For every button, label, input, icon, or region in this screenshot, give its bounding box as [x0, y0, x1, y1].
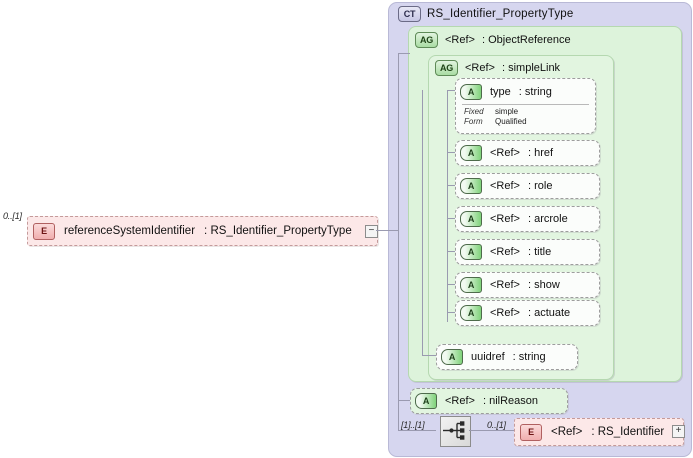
connector-line [422, 90, 423, 356]
attribute-datatype: : string [512, 351, 546, 363]
attribute-group-objectreference-header: AG <Ref> : ObjectReference [415, 31, 571, 49]
attribute-group-objectreference-name: <Ref> [445, 34, 475, 46]
connector-line [398, 53, 399, 431]
connector-line [447, 90, 455, 91]
facet-value: Qualified [495, 116, 527, 126]
connector-line [447, 185, 455, 186]
connector-line [447, 284, 455, 285]
attribute-datatype-type: : string [518, 86, 552, 98]
attribute-badge: A [460, 244, 482, 260]
attribute-name: <Ref> [445, 395, 475, 407]
root-element-reference-system-identifier[interactable]: E referenceSystemIdentifier : RS_Identif… [27, 216, 378, 246]
attribute-name-type: type [490, 86, 511, 98]
divider [462, 104, 589, 105]
attribute-group-simplelink-header: AG <Ref> : simpleLink [435, 59, 560, 77]
attribute-facets: Fixed simple Form Qualified [464, 107, 527, 126]
connector-line [376, 230, 398, 231]
connector-line [398, 400, 410, 401]
attribute-datatype: : href [527, 147, 554, 159]
connector-line [398, 430, 436, 431]
attribute-badge: A [415, 393, 437, 409]
root-element-cardinality: 0..[1] [3, 211, 22, 221]
child-element-rs-identifier[interactable]: E <Ref> : RS_Identifier [514, 418, 684, 446]
attribute-datatype: : nilReason [482, 395, 539, 407]
attribute-badge: A [460, 305, 482, 321]
attribute-name: <Ref> [490, 246, 520, 258]
root-element-type: : RS_Identifier_PropertyType [204, 225, 352, 237]
root-element-name: referenceSystemIdentifier [64, 225, 196, 237]
child-element-expand-toggle[interactable]: + [672, 425, 685, 438]
attribute-type-header: A type : string [460, 82, 552, 102]
attribute-group-objectreference-type: : ObjectReference [481, 34, 571, 46]
child-element-cardinality: 0..[1] [487, 420, 506, 430]
facet-value: simple [495, 107, 519, 116]
element-badge: E [520, 423, 542, 441]
complex-type-header: CT RS_Identifier_PropertyType [398, 5, 573, 23]
attribute-row-show[interactable]: A <Ref> : show [455, 272, 600, 298]
connector-line [447, 218, 455, 219]
attribute-group-badge: AG [435, 60, 458, 76]
connector-line [398, 53, 410, 54]
attribute-datatype: : role [527, 180, 553, 192]
attribute-row-title[interactable]: A <Ref> : title [455, 239, 600, 265]
attribute-group-badge: AG [415, 32, 438, 48]
attribute-name: <Ref> [490, 213, 520, 225]
facet-key: Form [464, 116, 483, 126]
attribute-name: <Ref> [490, 307, 520, 319]
sequence-compositor-icon[interactable] [440, 416, 471, 447]
sequence-cardinality: [1]..[1] [401, 420, 425, 430]
connector-line [447, 90, 448, 322]
attribute-name: uuidref [471, 351, 505, 363]
complex-type-badge: CT [398, 6, 421, 22]
root-element-collapse-toggle[interactable]: − [365, 225, 378, 238]
attribute-badge: A [460, 277, 482, 293]
attribute-type-detail-box: A type : string Fixed simple Form Qualif… [455, 78, 596, 134]
attribute-name: <Ref> [490, 279, 520, 291]
attribute-badge: A [460, 178, 482, 194]
attribute-row-href[interactable]: A <Ref> : href [455, 140, 600, 166]
connector-line [447, 251, 455, 252]
attribute-row-uuidref[interactable]: A uuidref : string [436, 344, 578, 370]
connector-line [469, 430, 514, 431]
attribute-row-nilreason[interactable]: A <Ref> : nilReason [410, 388, 568, 414]
attribute-badge: A [460, 84, 482, 100]
attribute-name: <Ref> [490, 180, 520, 192]
attribute-datatype: : actuate [527, 307, 571, 319]
facet-form: Form Qualified [464, 117, 527, 127]
attribute-badge: A [460, 211, 482, 227]
facet-fixed: Fixed simple [464, 107, 527, 117]
connector-line [447, 152, 455, 153]
attribute-row-role[interactable]: A <Ref> : role [455, 173, 600, 199]
connector-line [447, 312, 455, 313]
child-element-type: : RS_Identifier [591, 426, 665, 438]
child-element-name: <Ref> [551, 426, 583, 438]
attribute-row-arcrole[interactable]: A <Ref> : arcrole [455, 206, 600, 232]
attribute-row-actuate[interactable]: A <Ref> : actuate [455, 300, 600, 326]
attribute-name: <Ref> [490, 147, 520, 159]
attribute-datatype: : arcrole [527, 213, 568, 225]
attribute-datatype: : title [527, 246, 552, 258]
attribute-datatype: : show [527, 279, 560, 291]
attribute-badge: A [441, 349, 463, 365]
attribute-badge: A [460, 145, 482, 161]
connector-line [422, 355, 436, 356]
element-badge: E [33, 222, 55, 240]
facet-key: Fixed [464, 107, 484, 116]
attribute-group-simplelink-name: <Ref> [465, 62, 495, 74]
attribute-group-simplelink-type: : simpleLink [501, 62, 561, 74]
complex-type-name: RS_Identifier_PropertyType [427, 8, 574, 20]
